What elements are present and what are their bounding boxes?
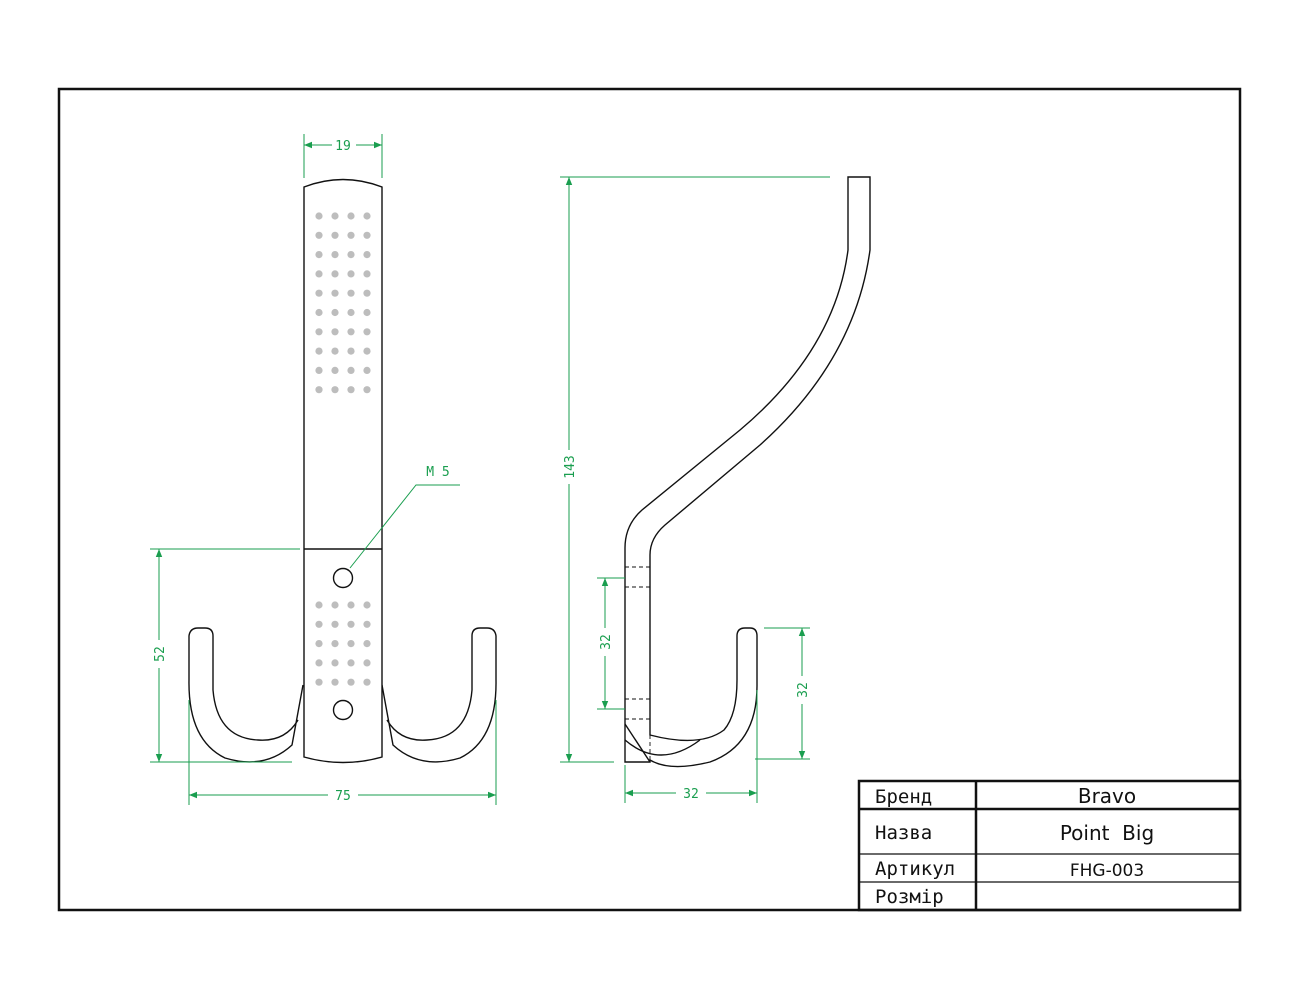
title-block: [857, 779, 1242, 912]
texture-dot: [363, 620, 371, 628]
texture-dot: [347, 347, 355, 355]
dim-hook-depth: 32: [683, 787, 699, 802]
texture-dot: [315, 289, 323, 297]
plate-outline: [303, 178, 383, 764]
texture-dot: [363, 270, 371, 278]
texture-dot: [331, 308, 339, 317]
title-label-size: Розмір: [875, 886, 944, 908]
texture-dot: [363, 601, 371, 609]
texture-dot: [315, 347, 323, 355]
texture-dot: [363, 386, 371, 394]
texture-dot: [315, 251, 323, 259]
texture-dot: [315, 270, 323, 278]
dim-thread: M 5: [426, 465, 449, 480]
side-view: [624, 176, 871, 768]
texture-dot: [315, 366, 323, 374]
texture-dot: [315, 212, 323, 220]
texture-dot: [363, 308, 371, 317]
dim-front-width: 19: [335, 139, 351, 154]
front-dimensions: [150, 134, 497, 805]
texture-dot: [331, 659, 339, 667]
dim-total-height: 143: [563, 455, 578, 478]
texture-dot: [363, 678, 371, 686]
dim-hook-height: 52: [153, 646, 168, 662]
left-hook-outline: [188, 627, 304, 763]
texture-dot: [315, 308, 323, 317]
title-value-name: Point Big: [1060, 821, 1154, 845]
texture-dot: [347, 640, 355, 648]
dim-hole-spacing: 32: [599, 634, 614, 650]
texture-dot: [347, 308, 355, 317]
texture-dot: [347, 620, 355, 628]
texture-dot: [315, 678, 323, 686]
texture-dot: [331, 366, 339, 374]
texture-dot: [347, 212, 355, 220]
texture-dot: [331, 270, 339, 278]
mounting-hole-upper: [332, 567, 354, 589]
front-view: [188, 178, 497, 764]
title-label-brand: Бренд: [875, 786, 932, 808]
texture-dot: [331, 678, 339, 686]
texture-dot: [363, 328, 371, 336]
texture-dot: [331, 620, 339, 628]
texture-dot: [363, 347, 371, 355]
side-dimensions: [560, 176, 830, 803]
texture-dot: [363, 212, 371, 220]
texture-dot: [315, 328, 323, 336]
dim-overall-width: 75: [335, 789, 351, 804]
texture-dot: [315, 640, 323, 648]
hidden-lines: [625, 566, 651, 760]
drawing-frame: [57, 87, 1242, 912]
dot-pattern-upper: [315, 212, 371, 394]
texture-dot: [363, 659, 371, 667]
title-value-article: FHG-003: [1070, 861, 1144, 881]
side-profile-outline: [624, 176, 871, 768]
dim-hook-tip-height: 32: [796, 682, 811, 698]
texture-dot: [347, 251, 355, 259]
title-value-brand: Bravo: [1078, 784, 1136, 808]
texture-dot: [315, 620, 323, 628]
texture-dot: [363, 289, 371, 297]
texture-dot: [331, 328, 339, 336]
texture-dot: [315, 601, 323, 609]
texture-dot: [347, 328, 355, 336]
texture-dot: [347, 366, 355, 374]
texture-dot: [347, 678, 355, 686]
texture-dot: [331, 347, 339, 355]
texture-dot: [331, 289, 339, 297]
texture-dot: [363, 231, 371, 239]
texture-dot: [347, 386, 355, 394]
texture-dot: [363, 366, 371, 374]
texture-dot: [347, 601, 355, 609]
texture-dot: [331, 251, 339, 259]
texture-dot: [331, 212, 339, 220]
mounting-hole-lower: [332, 699, 354, 721]
texture-dot: [331, 640, 339, 648]
title-label-name: Назва: [875, 822, 932, 844]
texture-dot: [347, 231, 355, 239]
side-inner-hook: [624, 739, 701, 756]
texture-dot: [347, 270, 355, 278]
texture-dot: [363, 251, 371, 259]
texture-dot: [331, 601, 339, 609]
title-label-article: Артикул: [875, 858, 955, 880]
texture-dot: [331, 231, 339, 239]
dot-pattern-lower: [315, 601, 371, 686]
right-hook-outline: [381, 627, 497, 763]
texture-dot: [363, 640, 371, 648]
texture-dot: [315, 231, 323, 239]
texture-dot: [315, 659, 323, 667]
texture-dot: [347, 289, 355, 297]
texture-dot: [331, 386, 339, 394]
thread-leader: [349, 484, 460, 569]
texture-dot: [347, 659, 355, 667]
texture-dot: [315, 386, 323, 394]
